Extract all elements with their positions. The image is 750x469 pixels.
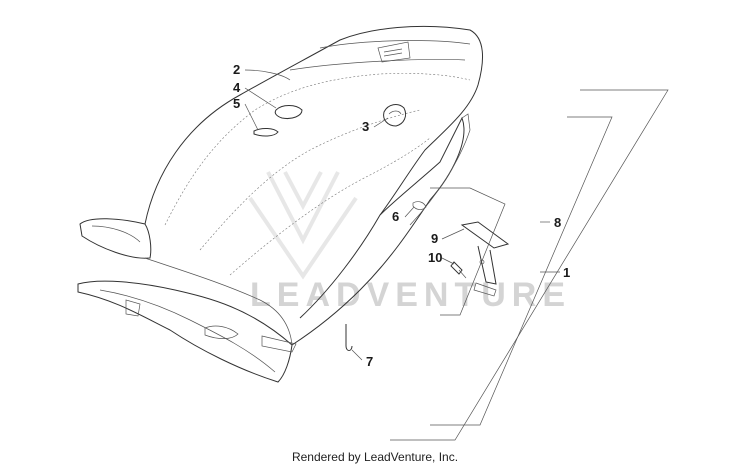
callout-2[interactable]: 2 bbox=[233, 62, 240, 77]
leader-lines bbox=[244, 69, 560, 361]
callout-8[interactable]: 8 bbox=[554, 215, 561, 230]
render-credit: Rendered by LeadVenture, Inc. bbox=[291, 450, 459, 464]
seat-assembly bbox=[77, 25, 483, 383]
watermark-logo-icon bbox=[248, 171, 358, 280]
watermark: LEADVENTURE bbox=[248, 171, 571, 314]
badge-part-5 bbox=[253, 128, 279, 137]
callout-9[interactable]: 9 bbox=[431, 231, 438, 246]
callout-1[interactable]: 1 bbox=[563, 265, 570, 280]
bracket-part-9 bbox=[460, 221, 510, 297]
group-bracket-inner bbox=[430, 187, 506, 316]
clip-part-7 bbox=[345, 324, 353, 351]
callout-5[interactable]: 5 bbox=[233, 96, 240, 111]
callout-3[interactable]: 3 bbox=[362, 119, 369, 134]
group-bracket-8 bbox=[430, 116, 613, 426]
callout-6[interactable]: 6 bbox=[392, 209, 399, 224]
clip-part-6 bbox=[412, 201, 427, 210]
callout-10[interactable]: 10 bbox=[428, 250, 442, 265]
callout-7[interactable]: 7 bbox=[366, 354, 373, 369]
watermark-text: LEADVENTURE bbox=[250, 276, 571, 314]
bolt-part-10 bbox=[450, 261, 467, 279]
group-bracket-1 bbox=[390, 89, 669, 441]
callouts: 2 4 5 3 6 8 9 10 1 7 bbox=[233, 62, 570, 369]
badge-part-4 bbox=[274, 105, 303, 119]
callout-4[interactable]: 4 bbox=[233, 80, 241, 95]
grip-part-3 bbox=[383, 104, 407, 127]
